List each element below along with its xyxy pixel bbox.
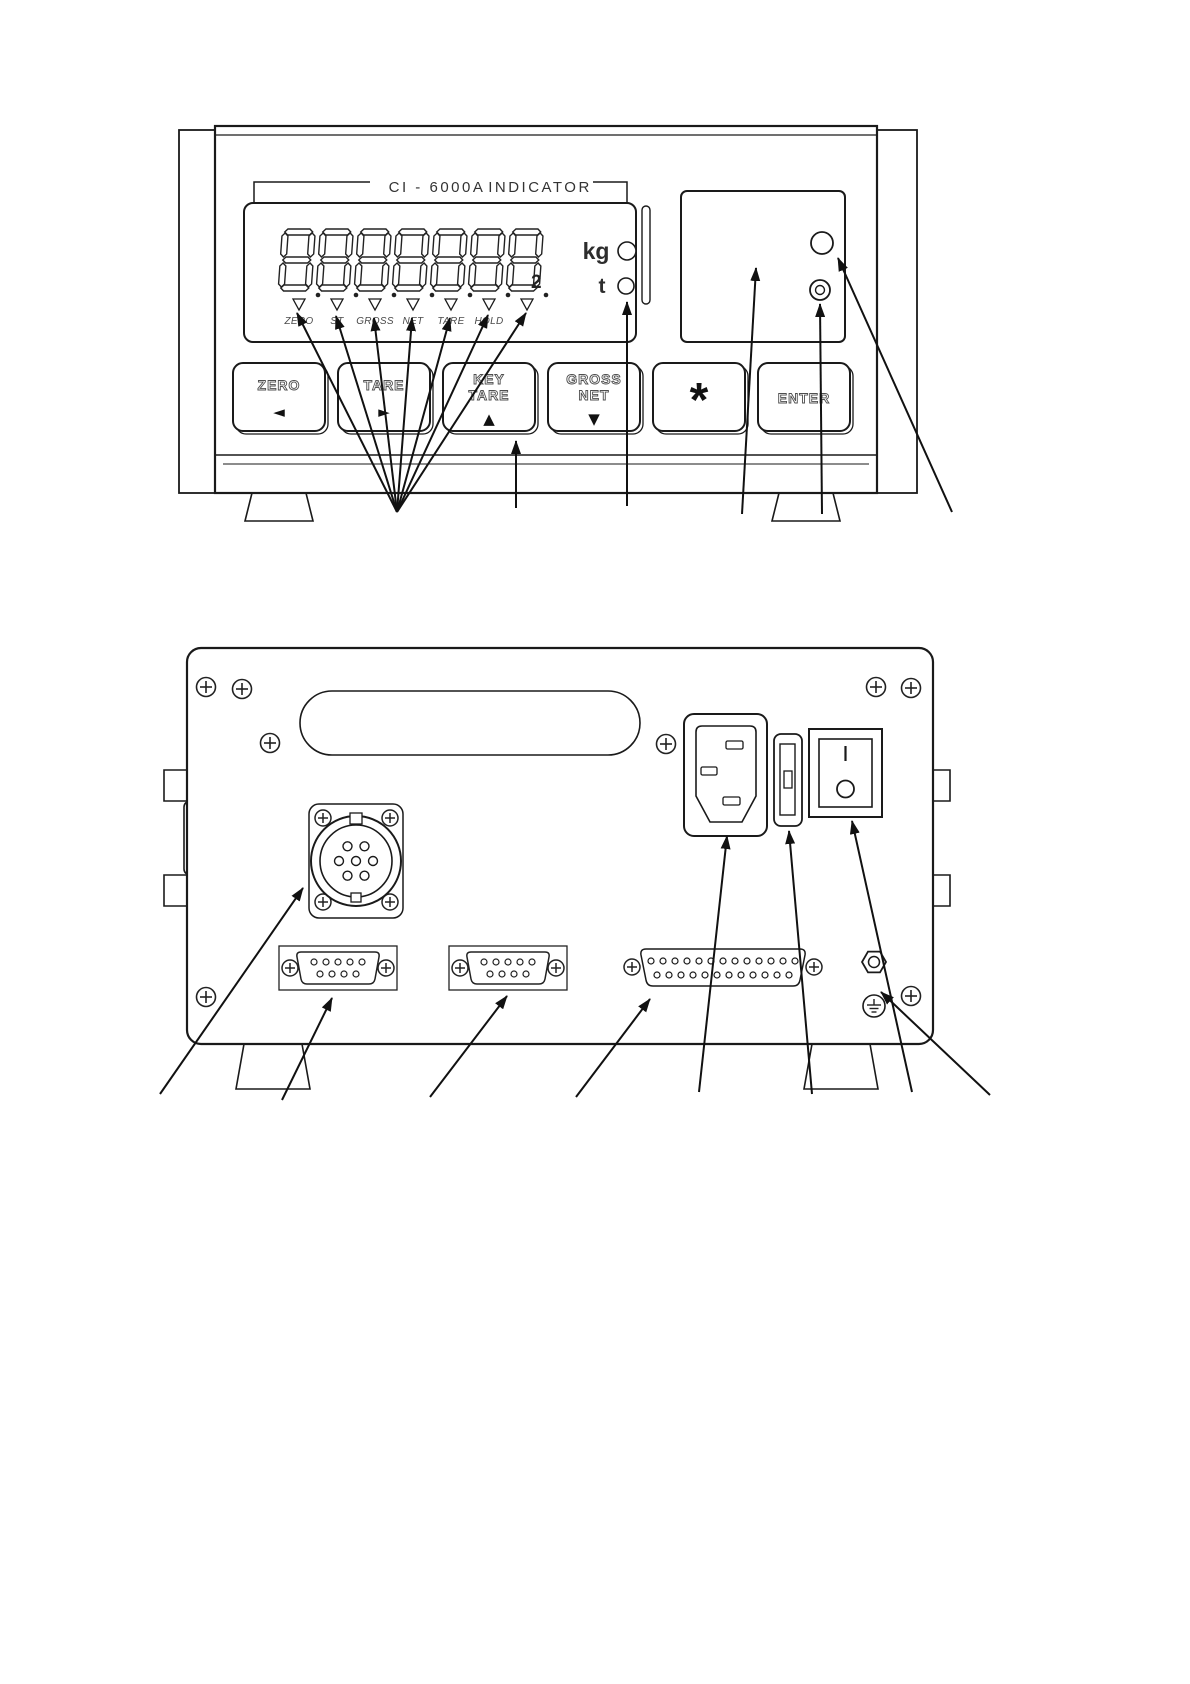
- callout-arrow: [785, 830, 813, 1095]
- callout-arrow: [880, 991, 991, 1096]
- front-right-ear: [876, 129, 918, 494]
- connector-pins: [647, 957, 799, 979]
- callout-arrow: [815, 303, 826, 515]
- zero-button-label: ZERO: [258, 377, 301, 393]
- load-cell-connector: [308, 803, 404, 919]
- title-bracket-left: [253, 181, 370, 204]
- callout-arrow: [335, 315, 398, 513]
- callout-arrow: [396, 317, 452, 513]
- model-label: CI - 6000A: [389, 179, 486, 196]
- key-tare-button: KEY TARE ▲: [442, 362, 539, 435]
- annunciator-net: NET: [403, 316, 424, 327]
- callout-arrow: [396, 317, 416, 513]
- front-left-ear: [178, 129, 216, 494]
- ground-icon: [867, 999, 881, 1013]
- vent-slot: [299, 690, 641, 756]
- rear-panel-figure: [159, 646, 991, 1101]
- enter-button: ENTER: [757, 362, 854, 435]
- gross-net-button-label-1: GROSS: [566, 371, 622, 387]
- power-switch: [808, 728, 883, 818]
- tare-button-label: TARE: [363, 377, 404, 393]
- gross-net-button: GROSS NET ▼: [547, 362, 644, 435]
- callout-arrow: [370, 317, 398, 513]
- db9-connector-1: [279, 946, 397, 990]
- zero-button: ZERO ◄: [232, 362, 329, 435]
- front-panel-figure: CI - 6000A INDICATOR 2: [178, 124, 953, 522]
- enter-button-label: ENTER: [778, 390, 830, 406]
- annunciator-triangles: [291, 298, 535, 312]
- asterisk-button: *: [652, 362, 749, 435]
- ground-stud: [860, 950, 888, 974]
- rear-foot-right: [803, 1043, 879, 1090]
- down-arrow-icon: ▼: [588, 410, 600, 428]
- db25-connector: [623, 948, 823, 987]
- callout-arrow: [281, 997, 333, 1101]
- annunciator-hold: HOLD: [475, 316, 504, 327]
- lamp-circle-bottom-inner: [814, 284, 826, 296]
- inlet-pin-slot: [725, 740, 744, 750]
- t-unit-label: t: [599, 275, 606, 298]
- front-foot-left: [243, 492, 315, 522]
- key-tare-button-label-1: KEY: [473, 371, 505, 387]
- db9-connector-2: [449, 946, 567, 990]
- lamp-circle-top: [810, 231, 834, 255]
- callout-arrow: [429, 995, 508, 1098]
- up-arrow-icon: ▲: [483, 410, 495, 428]
- callout-arrow: [159, 887, 304, 1095]
- callout-arrow: [849, 820, 913, 1093]
- switch-off-mark: [836, 779, 855, 799]
- sub-digit-label: 2: [531, 272, 542, 293]
- callout-arrow: [575, 998, 651, 1098]
- annunciator-tare: TARE: [437, 316, 464, 327]
- key-tare-button-label-2: TARE: [468, 387, 509, 403]
- seven-segment-display: 2: [277, 228, 549, 298]
- front-foot-right: [770, 492, 842, 522]
- power-inlet: [683, 713, 768, 837]
- display-bezel: [243, 202, 637, 343]
- device-type-label: INDICATOR: [488, 179, 592, 196]
- kg-lamp: [617, 241, 637, 261]
- title-bracket-right: [593, 181, 628, 204]
- kg-unit-label: kg: [583, 238, 610, 264]
- fuse-holder: [773, 733, 803, 827]
- front-callout-arrows: [296, 257, 953, 515]
- inlet-pin-slot: [722, 796, 741, 806]
- ground-terminal: [862, 994, 886, 1018]
- gross-net-button-label-2: NET: [579, 387, 610, 403]
- bezel-side-strip: [641, 205, 651, 305]
- callout-arrow: [837, 257, 953, 513]
- left-arrow-icon: ◄: [273, 403, 285, 421]
- connector-pins: [333, 841, 379, 881]
- callout-arrow: [741, 267, 761, 515]
- connector-tab: [350, 892, 362, 903]
- connector-keyway: [349, 812, 363, 825]
- asterisk-icon: *: [690, 374, 709, 427]
- inlet-pin-slot: [700, 766, 718, 776]
- callout-arrow: [698, 835, 731, 1093]
- callout-arrow: [396, 312, 527, 513]
- callout-arrow: [396, 314, 489, 513]
- rear-callout-arrows: [159, 820, 991, 1101]
- t-lamp: [617, 277, 635, 295]
- decimal-points: [315, 292, 549, 298]
- callout-arrow: [296, 312, 398, 513]
